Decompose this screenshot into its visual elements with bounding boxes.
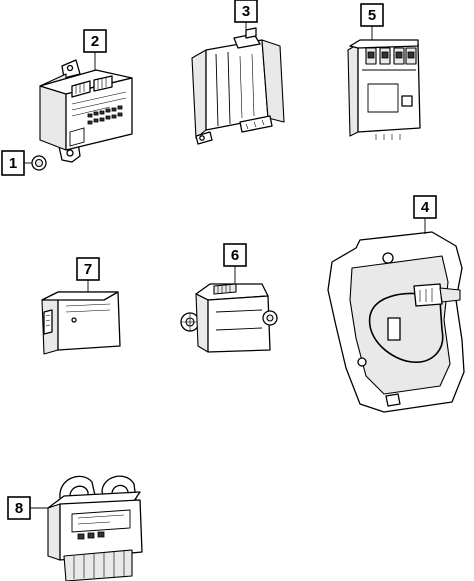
callout-6-label: 6 <box>231 247 239 264</box>
part-6-module <box>180 283 278 353</box>
part-4-bracket-harness <box>327 231 465 413</box>
callout-3-label: 3 <box>242 3 250 20</box>
part-2-control-module <box>39 59 133 163</box>
callout-4: 4 <box>413 195 437 219</box>
callout-7-label: 7 <box>84 261 92 278</box>
callout-7: 7 <box>76 257 100 281</box>
part-7-flat-module <box>41 291 121 355</box>
callout-6: 6 <box>223 243 247 267</box>
part-5-module <box>347 39 421 140</box>
callout-1: 1 <box>1 150 25 176</box>
callout-3: 3 <box>234 0 258 23</box>
part-1-nut <box>31 155 47 171</box>
part-8-module <box>47 475 143 581</box>
callout-5: 5 <box>360 3 384 27</box>
callout-2-label: 2 <box>91 33 99 50</box>
leader-lines <box>24 22 426 509</box>
part-3-vertical-module <box>191 27 285 145</box>
callout-4-label: 4 <box>421 199 430 216</box>
callout-1-label: 1 <box>9 155 17 172</box>
callout-8: 8 <box>7 496 31 520</box>
callout-5-label: 5 <box>368 7 376 24</box>
callout-8-label: 8 <box>15 500 23 517</box>
callout-2: 2 <box>83 29 107 53</box>
